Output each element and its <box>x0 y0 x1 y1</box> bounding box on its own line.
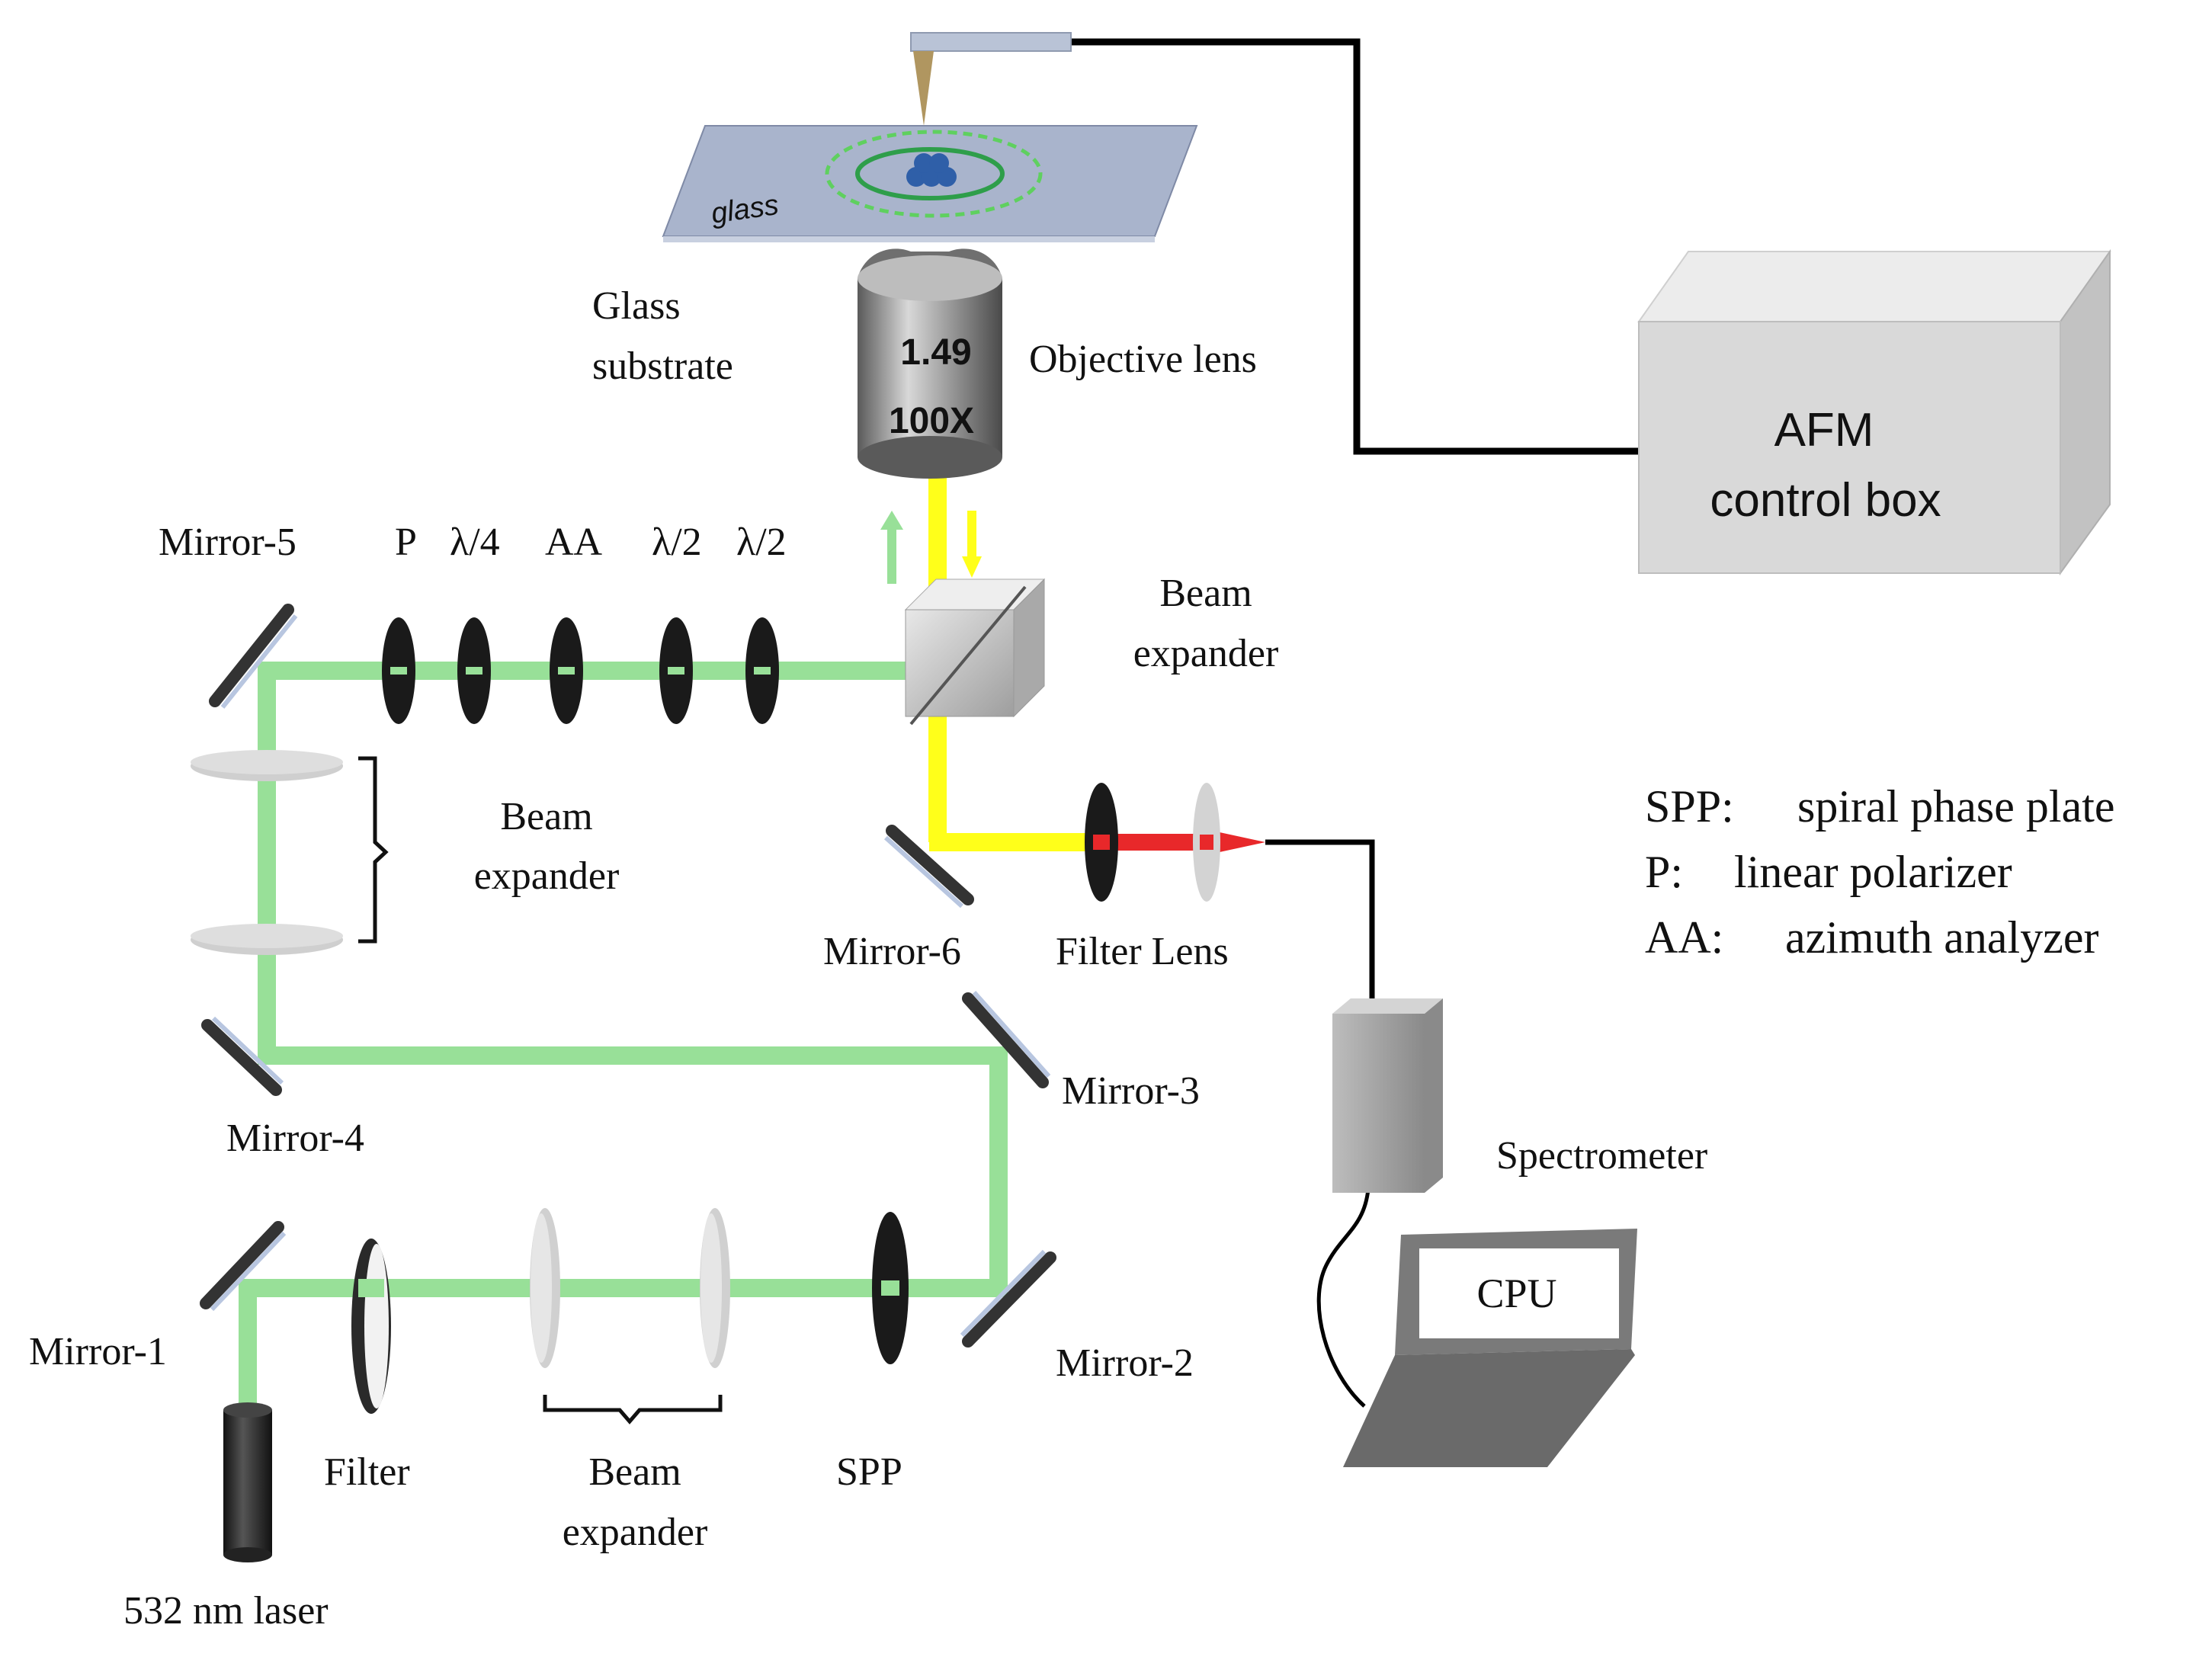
legend-abbr-p: P: <box>1645 847 1683 897</box>
mirror-1 <box>200 1221 287 1312</box>
label-half-wave-1: λ/2 <box>652 521 702 564</box>
label-beam-expander-bottom-2: expander <box>563 1511 708 1554</box>
objective-na: 1.49 <box>900 332 971 373</box>
label-filter: Filter <box>324 1450 410 1494</box>
quarter-wave-plate <box>457 617 491 724</box>
half-wave-plate-1 <box>659 617 693 724</box>
filter-bottom <box>351 1239 391 1414</box>
laptop-cpu: CPU <box>1343 1229 1637 1467</box>
label-aa: AA <box>545 521 603 564</box>
label-beam-expander-mid-1: Beam <box>500 795 592 838</box>
mirror-4 <box>201 1016 284 1096</box>
lens-signal <box>1193 783 1220 902</box>
mirror-5 <box>209 604 298 709</box>
labels: Glass substrate Objective lens Mirror-5 … <box>29 284 1707 1633</box>
glass-substrate: glass <box>662 125 1198 242</box>
optics-row-top <box>382 617 779 724</box>
afm-tip <box>910 32 1072 126</box>
objective-lens: 1.49 100X <box>858 248 1002 479</box>
label-glass-substrate-2: substrate <box>592 344 733 388</box>
objective-magnification: 100X <box>889 401 974 441</box>
afm-label-line1: AFM <box>1774 404 1874 457</box>
mirror-2 <box>960 1249 1056 1348</box>
label-spp: SPP <box>836 1450 902 1494</box>
label-mirror-6: Mirror-6 <box>823 930 961 973</box>
beam-expander-bottom-bracket <box>543 1395 723 1424</box>
azimuth-analyzer <box>550 617 583 724</box>
afm-control-box: AFM control box <box>1637 248 2111 576</box>
label-beam-expander-mid-2: expander <box>474 854 620 898</box>
spiral-phase-plate <box>872 1212 909 1364</box>
label-quarter-wave: λ/4 <box>450 521 500 564</box>
linear-polarizer <box>382 617 415 724</box>
label-mirror-5: Mirror-5 <box>159 521 297 564</box>
legend-text-spp: spiral phase plate <box>1797 781 2115 832</box>
label-mirror-1: Mirror-1 <box>29 1330 167 1373</box>
mirror-6 <box>883 825 974 909</box>
half-wave-plate-2 <box>745 617 779 724</box>
label-mirror-2: Mirror-2 <box>1056 1341 1194 1385</box>
legend-abbr-spp: SPP: <box>1645 781 1734 832</box>
legend-text-p: linear polarizer <box>1734 847 2012 897</box>
legend-abbr-aa: AA: <box>1645 912 1723 963</box>
label-half-wave-2: λ/2 <box>736 521 787 564</box>
beam-expander-vertical <box>191 750 389 955</box>
afm-label-line2: control box <box>1710 474 1941 527</box>
mirror-3 <box>962 991 1051 1088</box>
label-beam-expander-bottom-1: Beam <box>588 1450 681 1494</box>
cpu-label: CPU <box>1476 1271 1556 1316</box>
beam-expander-bracket <box>358 756 389 944</box>
afm-cable <box>1071 38 1639 455</box>
cpu-cable <box>1316 1188 1370 1408</box>
label-beam-expander-top-2: expander <box>1133 632 1279 675</box>
label-beam-expander-top-1: Beam <box>1159 572 1252 615</box>
label-mirror-3: Mirror-3 <box>1062 1069 1200 1113</box>
label-filter-lens: Filter Lens <box>1056 930 1229 973</box>
beam-splitter-cube <box>904 578 1046 726</box>
spectrometer <box>1332 998 1443 1193</box>
label-laser: 532 nm laser <box>123 1589 329 1633</box>
label-glass-substrate-1: Glass <box>592 284 681 328</box>
label-p: P <box>395 521 417 564</box>
laser-source <box>223 1402 272 1562</box>
label-mirror-4: Mirror-4 <box>226 1117 364 1160</box>
legend: SPP: spiral phase plate P: linear polari… <box>1645 781 2115 963</box>
beam-expander-bottom <box>530 1208 730 1424</box>
label-spectrometer: Spectrometer <box>1496 1134 1707 1178</box>
label-objective-lens: Objective lens <box>1029 338 1257 381</box>
spectrometer-cable <box>1265 839 1375 998</box>
legend-text-aa: azimuth analyzer <box>1785 912 2098 963</box>
filter-signal <box>1085 783 1118 902</box>
